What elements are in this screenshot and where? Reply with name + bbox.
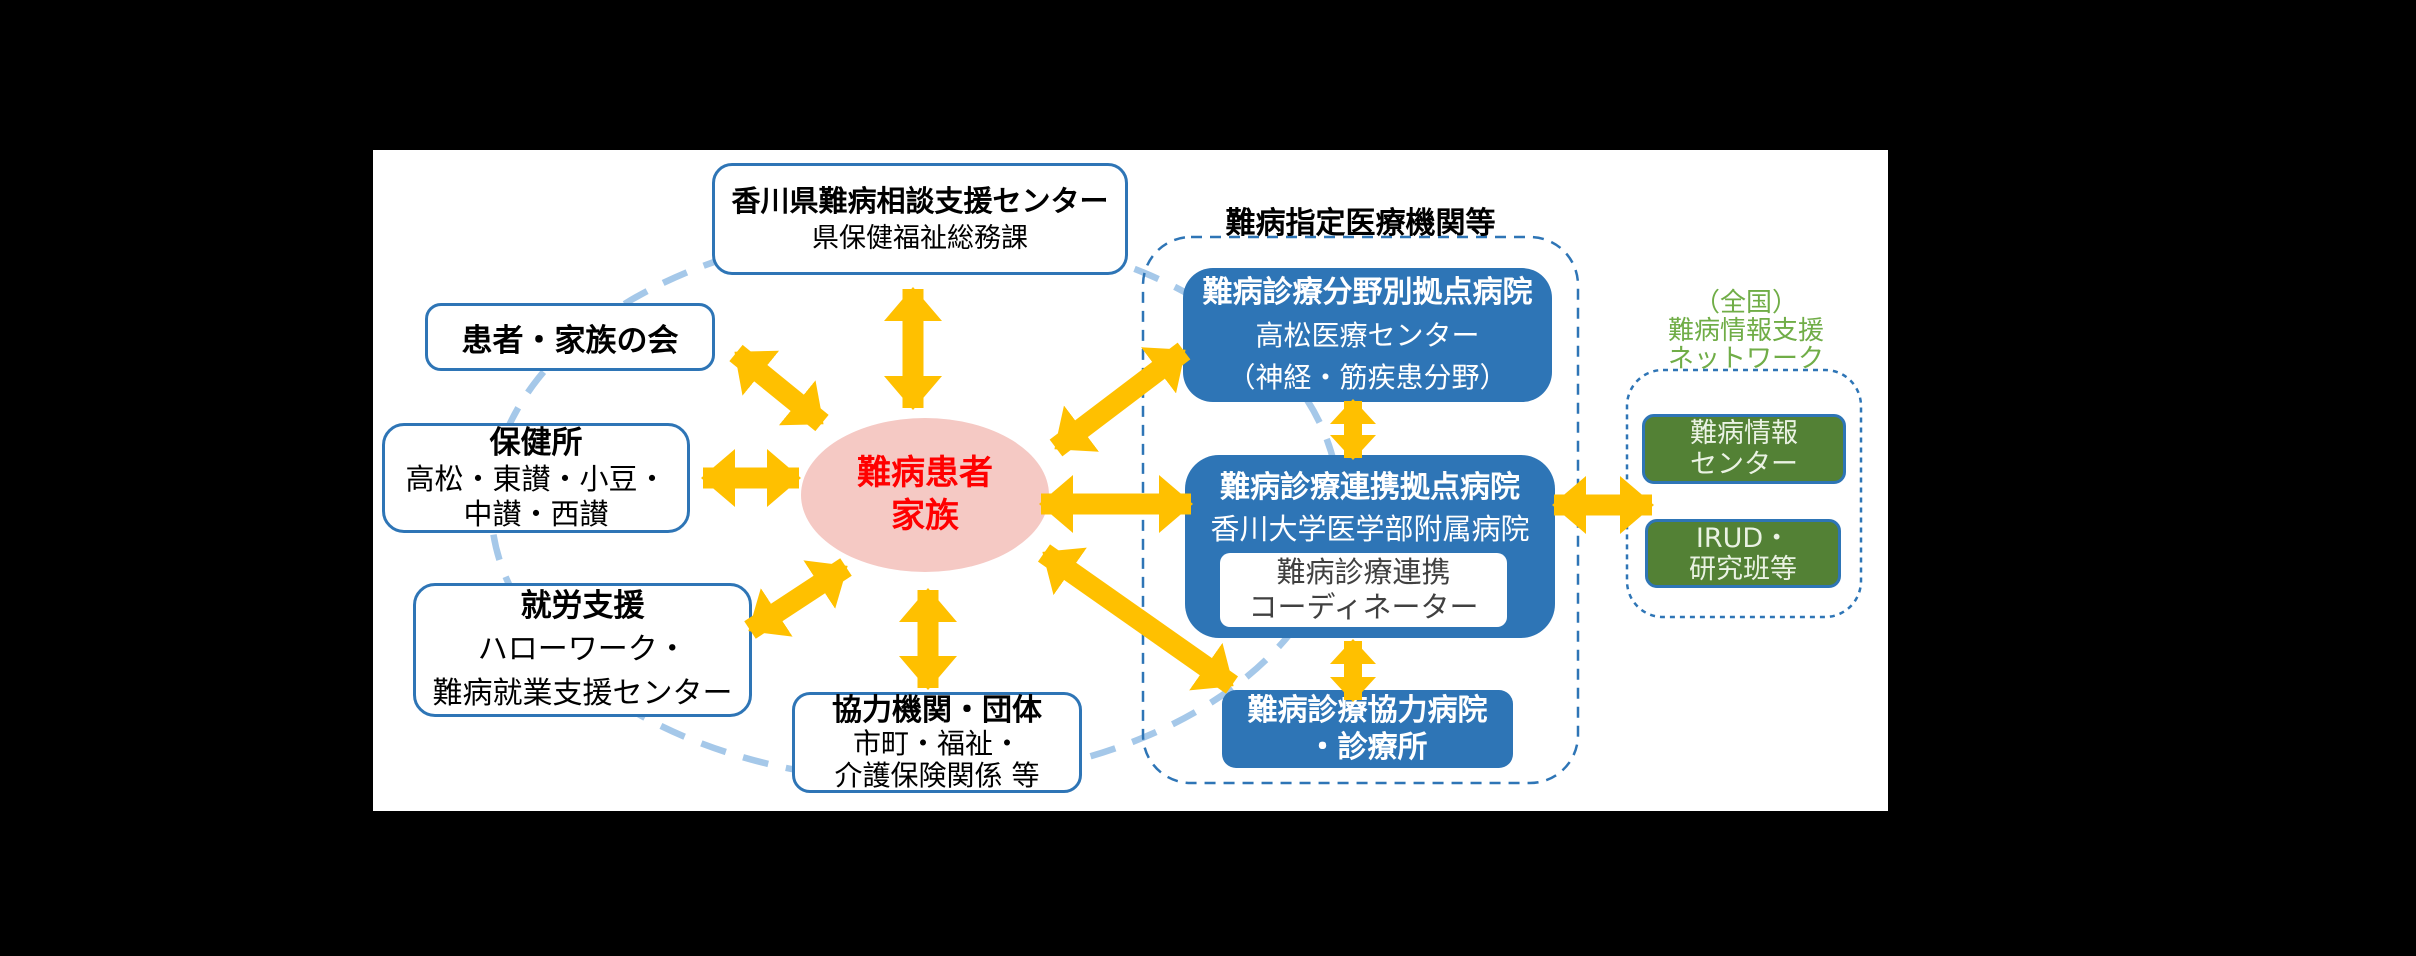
node-employment-support: 就労支援 ハローワーク・ 難病就業支援センター: [413, 583, 752, 717]
designated-medical-group-label: 難病指定医療機関等: [1225, 206, 1496, 241]
info-center-line1: 難病情報: [1690, 418, 1798, 449]
employment-line1: ハローワーク・: [477, 632, 688, 667]
node-core-hospital: 難病診療連携拠点病院 香川大学医学部附属病院 難病診療連携 コーディネーター: [1185, 455, 1555, 638]
employment-line2: 難病就業支援センター: [432, 676, 733, 711]
irud-line1: IRUD・: [1695, 522, 1791, 554]
support-center-title: 香川県難病相談支援センター: [731, 184, 1109, 218]
node-patient-family-group: 患者・家族の会: [425, 303, 715, 371]
cooperating-orgs-line2: 介護保険関係 等: [834, 758, 1040, 792]
core-hospital-title: 難病診療連携拠点病院: [1220, 470, 1520, 505]
node-field-base-hospital: 難病診療分野別拠点病院 高松医療センター （神経・筋疾患分野）: [1183, 268, 1552, 402]
cooperating-orgs-title: 協力機関・団体: [832, 692, 1042, 728]
health-center-line2: 中讃・西讃: [463, 497, 609, 531]
node-center-patients-families: 難病患者 家族: [801, 418, 1049, 572]
coop-hospital-line1: 難病診療協力病院: [1247, 693, 1488, 728]
center-line1: 難病患者: [857, 453, 993, 493]
info-center-line2: センター: [1690, 449, 1798, 480]
center-line2: 家族: [891, 496, 959, 536]
patient-family-title: 患者・家族の会: [461, 322, 679, 359]
irud-line2: 研究班等: [1689, 553, 1797, 585]
employment-title: 就労支援: [520, 588, 645, 624]
network-label-line3: ネットワーク: [1667, 344, 1824, 374]
node-cooperating-hospital: 難病診療協力病院 ・診療所: [1222, 690, 1513, 768]
coordinator-line1: 難病診療連携: [1276, 555, 1451, 589]
node-info-center: 難病情報 センター: [1642, 414, 1846, 484]
node-cooperating-orgs: 協力機関・団体 市町・福祉・ 介護保険関係 等: [792, 692, 1082, 793]
node-support-center: 香川県難病相談支援センター 県保健福祉総務課: [712, 163, 1128, 275]
core-hospital-line1: 香川大学医学部附属病院: [1210, 512, 1530, 546]
node-health-center: 保健所 高松・東讃・小豆・ 中讃・西讃: [382, 423, 690, 533]
support-center-subtitle: 県保健福祉総務課: [812, 223, 1028, 254]
core-hospital-coordinator-box: 難病診療連携 コーディネーター: [1220, 553, 1507, 627]
field-hospital-title: 難病診療分野別拠点病院: [1202, 275, 1533, 310]
node-irud: IRUD・ 研究班等: [1645, 519, 1841, 588]
health-center-line1: 高松・東讃・小豆・: [405, 462, 667, 496]
network-label-line2: 難病情報支援: [1667, 316, 1824, 346]
national-network-group-label: （全国） 難病情報支援 ネットワーク: [1626, 289, 1866, 373]
field-hospital-line2: （神経・筋疾患分野）: [1227, 361, 1508, 394]
coop-hospital-line2: ・診療所: [1307, 730, 1428, 765]
field-hospital-line1: 高松医療センター: [1255, 319, 1480, 352]
network-label-line1: （全国）: [1693, 288, 1798, 318]
coordinator-line2: コーディネーター: [1248, 590, 1479, 624]
cooperating-orgs-line1: 市町・福祉・: [852, 726, 1021, 760]
health-center-title: 保健所: [489, 425, 583, 461]
national-network-dashed-container: [1625, 368, 1863, 619]
